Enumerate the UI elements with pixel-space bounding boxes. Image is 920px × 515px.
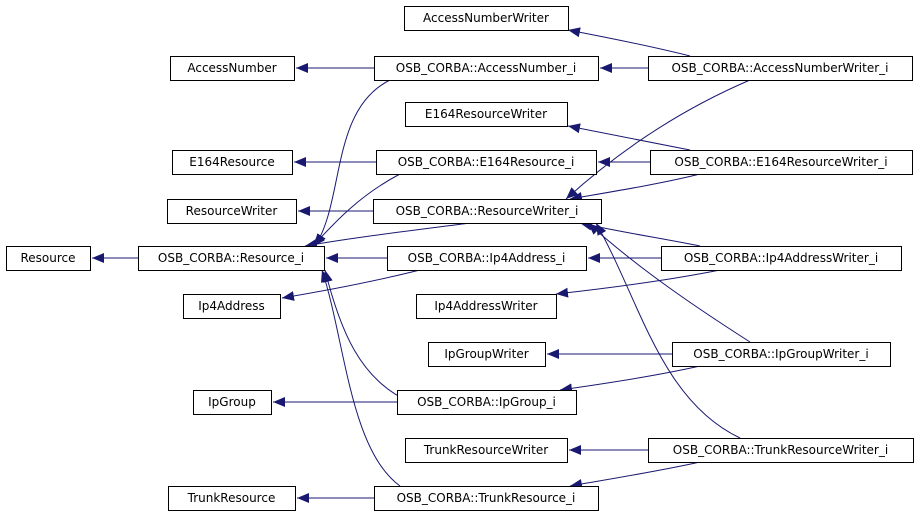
node-resourcewriter[interactable]: ResourceWriter xyxy=(167,199,297,224)
node-box xyxy=(138,246,325,271)
node-ip4address[interactable]: Ip4Address xyxy=(183,294,281,319)
node-label: E164ResourceWriter xyxy=(425,107,547,121)
node-box xyxy=(648,56,913,81)
node-box xyxy=(416,294,557,319)
node-osb-e164resource-i[interactable]: OSB_CORBA::E164Resource_i xyxy=(376,150,597,175)
node-label: OSB_CORBA::Resource_i xyxy=(158,251,304,265)
node-accessnumber[interactable]: AccessNumber xyxy=(170,56,295,81)
edge-osb-trunkresourcewriter-i-to-osb-trunkresource-i xyxy=(569,461,701,489)
edges-layer xyxy=(92,27,751,503)
node-label: OSB_CORBA::IpGroup_i xyxy=(417,395,556,409)
edge-osb-trunkresourcewriter-i-to-osb-resourcewriter-i xyxy=(595,222,741,439)
edge-osb-ipgroupwriter-i-to-osb-resourcewriter-i xyxy=(587,222,751,343)
node-box xyxy=(672,342,891,367)
node-label: TrunkResource xyxy=(187,491,276,505)
edge-osb-ipgroup-i-to-osb-resource-i xyxy=(323,269,411,403)
node-ipgroupwriter[interactable]: IpGroupWriter xyxy=(428,342,546,367)
node-label: E164Resource xyxy=(189,155,275,169)
edge-osb-accessnumberwriter-i-to-accessnumberwriter xyxy=(567,27,691,57)
node-label: OSB_CORBA::Ip4AddressWriter_i xyxy=(684,251,878,265)
node-label: OSB_CORBA::E164Resource_i xyxy=(398,155,575,169)
node-label: OSB_CORBA::IpGroupWriter_i xyxy=(693,347,868,361)
node-label: OSB_CORBA::TrunkResourceWriter_i xyxy=(673,443,888,457)
node-box xyxy=(170,56,295,81)
edge-osb-e164resource-i-to-osb-resource-i xyxy=(312,173,401,247)
node-osb-e164resourcewriter-i[interactable]: OSB_CORBA::E164ResourceWriter_i xyxy=(650,150,913,175)
node-box xyxy=(661,246,902,271)
node-ipgroup[interactable]: IpGroup xyxy=(193,390,272,415)
node-osb-ip4address-i[interactable]: OSB_CORBA::Ip4Address_i xyxy=(387,246,587,271)
node-ip4addresswriter[interactable]: Ip4AddressWriter xyxy=(416,294,557,319)
node-box xyxy=(167,199,297,224)
node-label: IpGroupWriter xyxy=(444,347,528,361)
node-box xyxy=(404,6,569,31)
node-box xyxy=(193,390,272,415)
node-osb-accessnumber-i[interactable]: OSB_CORBA::AccessNumber_i xyxy=(374,56,599,81)
node-label: ResourceWriter xyxy=(186,204,278,218)
node-label: IpGroup xyxy=(208,395,256,409)
node-box xyxy=(168,486,296,511)
node-box xyxy=(376,150,597,175)
edge-osb-ip4addresswriter-i-to-ip4addresswriter xyxy=(555,269,721,298)
edge-osb-ipgroupwriter-i-to-osb-ipgroup-i xyxy=(559,365,701,394)
node-resource[interactable]: Resource xyxy=(6,246,91,271)
node-osb-ip4addresswriter-i[interactable]: OSB_CORBA::Ip4AddressWriter_i xyxy=(661,246,902,271)
node-label: AccessNumber xyxy=(187,61,276,75)
node-osb-trunkresourcewriter-i[interactable]: OSB_CORBA::TrunkResourceWriter_i xyxy=(648,438,914,463)
node-label: OSB_CORBA::Ip4Address_i xyxy=(408,251,566,265)
node-label: OSB_CORBA::ResourceWriter_i xyxy=(396,204,579,218)
node-box xyxy=(373,199,602,224)
node-box xyxy=(172,150,293,175)
node-box xyxy=(183,294,281,319)
node-trunkresourcewriter[interactable]: TrunkResourceWriter xyxy=(405,438,568,463)
node-osb-accessnumberwriter-i[interactable]: OSB_CORBA::AccessNumberWriter_i xyxy=(648,56,913,81)
node-label: TrunkResourceWriter xyxy=(423,443,548,457)
node-box xyxy=(428,342,546,367)
edge-osb-e164resourcewriter-i-to-e164resourcewriter xyxy=(567,123,691,151)
node-label: Ip4Address xyxy=(198,299,265,313)
edge-osb-resourcewriter-i-to-osb-resource-i xyxy=(304,222,471,249)
node-trunkresource[interactable]: TrunkResource xyxy=(168,486,296,511)
edge-osb-accessnumber-i-to-osb-resource-i xyxy=(314,79,391,247)
node-label: OSB_CORBA::AccessNumber_i xyxy=(396,61,576,75)
node-accessnumberwriter[interactable]: AccessNumberWriter xyxy=(404,6,569,31)
edge-osb-trunkresource-i-to-osb-resource-i xyxy=(320,269,401,487)
node-box xyxy=(405,438,568,463)
node-osb-resourcewriter-i[interactable]: OSB_CORBA::ResourceWriter_i xyxy=(373,199,602,224)
node-box xyxy=(6,246,91,271)
node-osb-trunkresource-i[interactable]: OSB_CORBA::TrunkResource_i xyxy=(374,486,599,511)
node-box xyxy=(387,246,587,271)
node-e164resourcewriter[interactable]: E164ResourceWriter xyxy=(405,102,568,127)
node-osb-ipgroup-i[interactable]: OSB_CORBA::IpGroup_i xyxy=(397,390,577,415)
node-label: Resource xyxy=(20,251,75,265)
node-box xyxy=(397,390,577,415)
node-label: Ip4AddressWriter xyxy=(434,299,537,313)
node-label: OSB_CORBA::TrunkResource_i xyxy=(397,491,576,505)
node-box xyxy=(650,150,913,175)
node-e164resource[interactable]: E164Resource xyxy=(172,150,293,175)
edge-osb-accessnumberwriter-i-to-osb-resourcewriter-i xyxy=(565,79,751,200)
edge-osb-e164resourcewriter-i-to-osb-resourcewriter-i xyxy=(569,173,701,202)
node-box xyxy=(374,56,599,81)
node-osb-ipgroupwriter-i[interactable]: OSB_CORBA::IpGroupWriter_i xyxy=(672,342,891,367)
edge-osb-ip4address-i-to-ip4address xyxy=(281,269,421,301)
node-box xyxy=(374,486,599,511)
node-osb-resource-i[interactable]: OSB_CORBA::Resource_i xyxy=(138,246,325,271)
node-label: OSB_CORBA::E164ResourceWriter_i xyxy=(674,155,887,169)
node-box xyxy=(405,102,568,127)
node-label: AccessNumberWriter xyxy=(423,11,549,25)
node-label: OSB_CORBA::AccessNumberWriter_i xyxy=(671,61,888,75)
node-box xyxy=(648,438,914,463)
